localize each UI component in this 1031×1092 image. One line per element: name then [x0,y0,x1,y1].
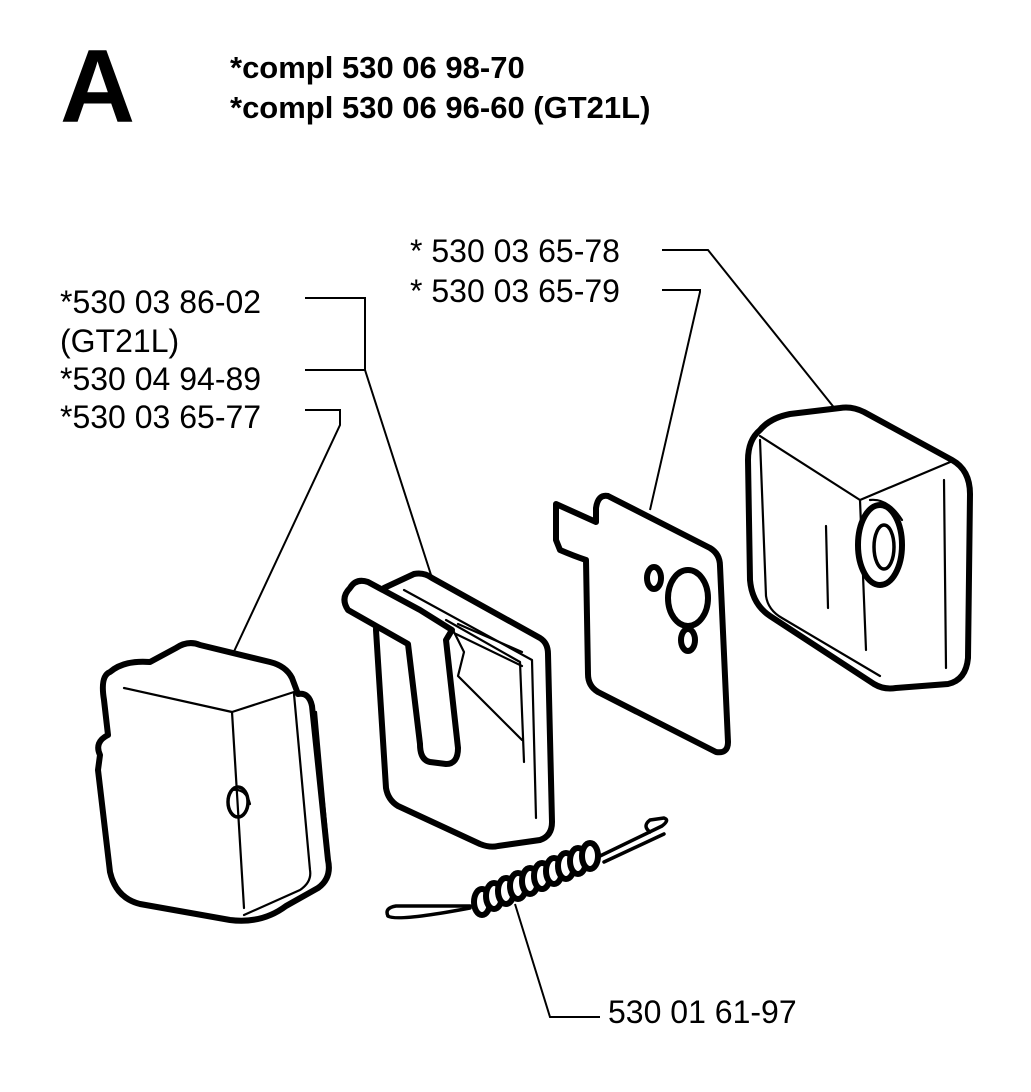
part-label-cover-gt21l: *530 03 86-02 [60,284,261,320]
part-label-housing: * 530 03 65-78 [410,233,620,269]
part-label-cover-alt: *530 04 94-89 [60,361,261,397]
section-letter: A [60,29,135,145]
assembly-number-2: *compl 530 06 96-60 (GT21L) [230,90,650,125]
part-label-gt21l-note: (GT21L) [60,323,179,359]
spring-icon [385,816,669,920]
assembly-number-1: *compl 530 06 98-70 [230,50,525,85]
cover-labels: *530 03 86-02 (GT21L) *530 04 94-89 *530… [60,284,261,435]
filter-cover-icon [95,640,332,924]
part-label-gasket: * 530 03 65-79 [410,273,620,309]
leader-lines [229,249,837,1018]
gasket-icon [553,492,731,756]
spring-coil [471,840,601,918]
part-label-spring: 530 01 61-97 [608,994,797,1030]
part-label-cover: *530 03 65-77 [60,399,261,435]
filter-element-icon [341,570,555,850]
filter-housing-icon [745,404,973,692]
